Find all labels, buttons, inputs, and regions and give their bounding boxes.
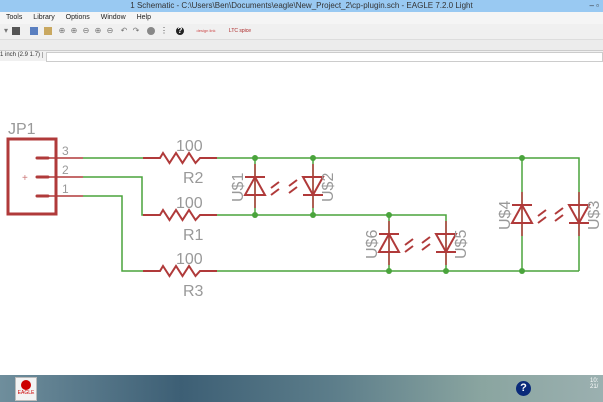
clock[interactable]: 10:21/ xyxy=(590,378,598,390)
stop-icon[interactable] xyxy=(147,27,155,35)
design-link-button[interactable]: design link xyxy=(196,28,216,33)
pin-label: 2 xyxy=(62,163,69,177)
light-arrow-icon xyxy=(270,181,280,189)
dropdown-arrow-icon[interactable]: ▾ xyxy=(3,26,8,35)
led-label: U$3 xyxy=(586,201,603,230)
led-5[interactable]: U$3 xyxy=(554,192,603,236)
zoom-in-icon[interactable]: ⊕ xyxy=(70,26,78,35)
taskbar: EAGLE ? 10:21/ xyxy=(0,375,603,402)
ltc-spice-button[interactable]: LTC spice xyxy=(228,28,252,34)
go-icon[interactable]: ⋮ xyxy=(160,26,168,35)
resistor-name: R1 xyxy=(183,227,204,244)
resistor-name: R2 xyxy=(183,170,204,187)
led-2[interactable]: U$6 xyxy=(364,221,414,265)
led-label: U$5 xyxy=(453,230,470,259)
help-icon[interactable]: ? xyxy=(176,26,184,35)
folder-icon[interactable] xyxy=(44,27,52,35)
zoom-select-icon[interactable]: ⊖ xyxy=(106,26,114,35)
light-arrow-icon xyxy=(421,243,431,251)
resistor-name: R3 xyxy=(183,283,204,300)
menu-options[interactable]: Options xyxy=(65,14,90,21)
zoom-redraw-icon[interactable]: ⊕ xyxy=(94,26,102,35)
led-1[interactable]: U$2 xyxy=(288,164,337,208)
restore-button[interactable]: ▫ xyxy=(596,1,599,10)
light-arrow-icon xyxy=(554,207,564,215)
led-0[interactable]: U$1 xyxy=(230,164,280,208)
pin-label: 1 xyxy=(62,182,69,196)
light-arrow-icon xyxy=(404,245,414,253)
led-label: U$4 xyxy=(497,201,514,230)
pin-label: 3 xyxy=(62,144,69,158)
menu-window[interactable]: Window xyxy=(100,14,126,21)
light-arrow-icon xyxy=(537,209,547,217)
resistor-value: 100 xyxy=(176,195,203,212)
led-label: U$6 xyxy=(364,230,381,259)
layer-icon[interactable] xyxy=(30,27,38,35)
zoom-out-icon[interactable]: ⊖ xyxy=(82,26,90,35)
minimize-button[interactable]: – xyxy=(589,1,594,10)
connector-label: JP1 xyxy=(8,121,36,138)
led-3[interactable]: U$5 xyxy=(421,221,470,265)
taskbar-eagle-button[interactable]: EAGLE xyxy=(15,377,37,401)
light-arrow-icon xyxy=(270,188,280,196)
light-arrow-icon xyxy=(288,179,298,187)
toolbar: ▾ ⊕ ⊕ ⊖ ⊕ ⊖ ↶ ↷ ⋮ ? design link LTC spic… xyxy=(0,24,603,40)
light-arrow-icon xyxy=(537,216,547,224)
coordinate-bar: 1 inch (2.9 1.7) xyxy=(0,51,603,62)
light-arrow-icon xyxy=(404,238,414,246)
menu-help[interactable]: Help xyxy=(136,14,151,21)
undo-icon[interactable]: ↶ xyxy=(120,26,128,35)
coordinate-display: 1 inch (2.9 1.7) xyxy=(0,52,44,58)
clock-date: 21/ xyxy=(590,384,599,390)
grid-icon[interactable] xyxy=(12,27,20,35)
help-icon[interactable]: ? xyxy=(516,381,531,396)
menu-bar: Tools Library Options Window Help xyxy=(0,12,603,24)
zoom-fit-icon[interactable]: ⊕ xyxy=(58,26,66,35)
led-label: U$1 xyxy=(230,173,247,202)
taskbar-eagle-label: EAGLE xyxy=(17,390,35,396)
resistor-value: 100 xyxy=(176,138,203,155)
led-4[interactable]: U$4 xyxy=(497,192,547,236)
connector-jp1[interactable]: JP1 + 3 2 1 xyxy=(6,121,83,216)
redo-icon[interactable]: ↷ xyxy=(132,26,140,35)
light-arrow-icon xyxy=(288,186,298,194)
resistor-value: 100 xyxy=(176,251,203,268)
window-title: 1 Schematic - C:\Users\Ben\Documents\eag… xyxy=(130,1,473,10)
junctions xyxy=(252,155,525,274)
clock-time: 10: xyxy=(590,378,599,384)
command-input[interactable] xyxy=(46,52,603,62)
parameter-toolbar xyxy=(0,40,603,51)
title-bar: 1 Schematic - C:\Users\Ben\Documents\eag… xyxy=(0,0,603,12)
led-label: U$2 xyxy=(320,173,337,202)
connector-plus: + xyxy=(22,173,28,184)
light-arrow-icon xyxy=(554,214,564,222)
light-arrow-icon xyxy=(421,236,431,244)
menu-tools[interactable]: Tools xyxy=(6,14,23,21)
menu-library[interactable]: Library xyxy=(33,14,55,21)
